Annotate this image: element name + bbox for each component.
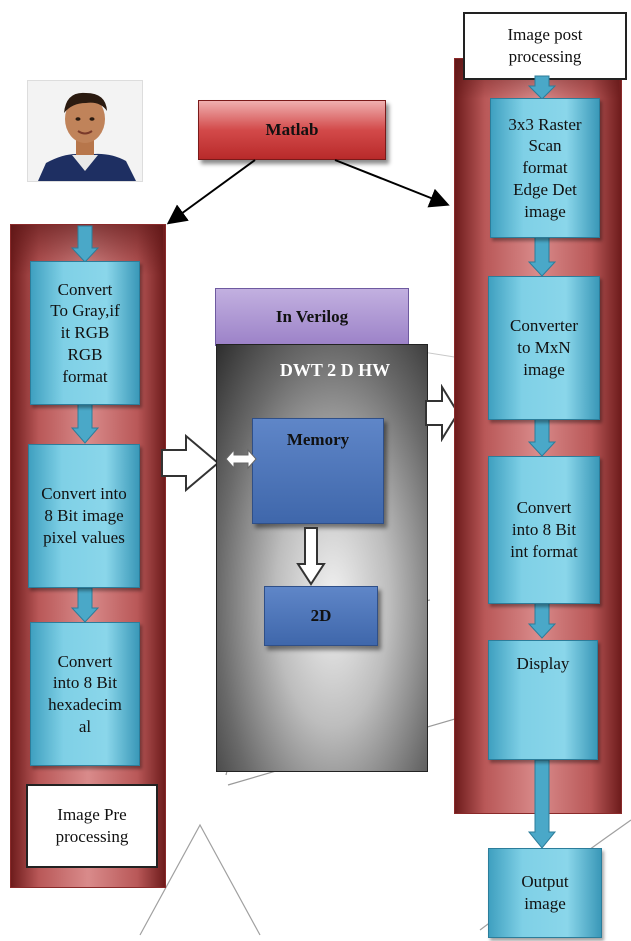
- twod-block: 2D: [264, 586, 378, 646]
- step-convert-8bit-hex: Convert into 8 Bit hexadecim al: [30, 622, 140, 766]
- memory-block: Memory: [252, 418, 384, 524]
- step-convert-8bit-pixel: Convert into 8 Bit image pixel values: [28, 444, 140, 588]
- step-convert-gray: Convert To Gray,if it RGB RGB format: [30, 261, 140, 405]
- verilog-label-box: In Verilog: [215, 288, 409, 346]
- dwt-hw-panel: [216, 344, 428, 772]
- arrow-matlab-to-right: [334, 159, 450, 208]
- step-converter-mxn: Converter to MxN image: [488, 276, 600, 420]
- hollow-arrow-to-hw: [161, 433, 220, 493]
- dwt-hw-title: DWT 2 D HW: [279, 360, 391, 381]
- matlab-box: Matlab: [198, 100, 386, 160]
- step-convert-8bit-int: Convert into 8 Bit int format: [488, 456, 600, 604]
- memory-to-2d-arrow: [296, 527, 326, 586]
- output-image-box: Output image: [488, 848, 602, 938]
- step-display: Display: [488, 640, 598, 760]
- hollow-arrow-to-post: [425, 384, 460, 442]
- memory-input-arrow: [225, 448, 257, 470]
- arrow-matlab-to-left: [166, 159, 256, 225]
- person-photo: [27, 80, 143, 182]
- preprocessing-label: Image Pre processing: [26, 784, 158, 868]
- step-raster-scan: 3x3 Raster Scan format Edge Det image: [490, 98, 600, 238]
